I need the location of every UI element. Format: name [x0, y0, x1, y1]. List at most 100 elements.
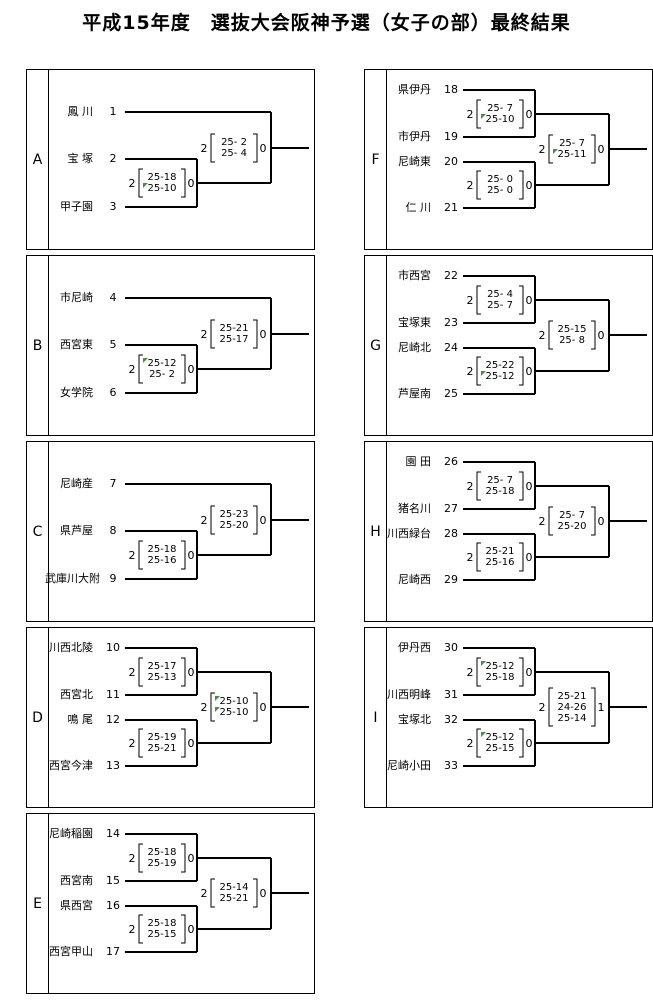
set-score: 25-10	[219, 707, 249, 718]
score-bracket-right	[253, 133, 258, 163]
score-bracket-right	[519, 356, 524, 386]
team-seed: 16	[106, 899, 120, 912]
sets-lost: 0	[525, 737, 533, 750]
team-seed: 5	[109, 338, 117, 351]
team-name: 県芦屋	[60, 524, 93, 537]
sets-won: 2	[538, 329, 546, 342]
sets-lost: 0	[187, 852, 195, 865]
sets-lost: 0	[259, 514, 267, 527]
team-seed: 13	[106, 759, 120, 772]
score-bracket-right	[253, 505, 258, 535]
set-score: 24-26	[557, 702, 587, 713]
set-score: 25- 2	[149, 369, 175, 380]
sets-lost: 1	[597, 701, 605, 714]
score-bracket-left	[548, 506, 553, 536]
score-bracket-left	[476, 657, 481, 687]
team-name: 園 田	[405, 455, 432, 468]
sets-lost: 0	[187, 923, 195, 936]
score-bracket-right	[181, 843, 186, 873]
team-seed: 15	[106, 874, 120, 887]
team-name: 宝 塚	[67, 152, 94, 165]
score-bracket-right	[181, 540, 186, 570]
team-seed: 7	[109, 477, 117, 490]
set-score: 25-15	[557, 324, 587, 335]
sets-lost: 0	[525, 108, 533, 121]
team-name: 川西緑台	[387, 527, 431, 540]
score-bracket-left	[476, 99, 481, 129]
score-bracket-left	[548, 687, 553, 727]
team-seed: 26	[444, 455, 458, 468]
group-letter: F	[365, 70, 387, 249]
set-score: 25-15	[147, 929, 177, 940]
set-score: 25- 4	[487, 289, 513, 300]
score-bracket-left	[138, 914, 143, 944]
team-seed: 1	[109, 105, 117, 118]
sets-won: 2	[128, 923, 136, 936]
score-bracket-left	[548, 320, 553, 350]
score-bracket-left	[476, 170, 481, 200]
team-name: 西宮東	[60, 338, 93, 351]
team-name: 尼崎西	[398, 573, 431, 586]
team-seed: 14	[106, 827, 120, 840]
sets-won: 2	[466, 737, 474, 750]
set-score: 25-19	[147, 732, 177, 743]
team-name: 仁 川	[405, 201, 432, 214]
team-seed: 19	[444, 130, 458, 143]
set-score: 25-17	[147, 661, 177, 672]
sets-won: 2	[200, 328, 208, 341]
team-seed: 18	[444, 83, 458, 96]
score-bracket-left	[210, 692, 215, 722]
set-score: 25-21	[219, 893, 249, 904]
sets-won: 2	[128, 852, 136, 865]
team-name: 市伊丹	[398, 130, 431, 143]
set-score: 25-14	[557, 713, 587, 724]
team-name: 尼崎北	[398, 341, 431, 354]
team-seed: 29	[444, 573, 458, 586]
flag-icon	[481, 661, 486, 666]
set-score: 25- 7	[487, 475, 513, 486]
team-name: 猪名川	[398, 502, 431, 515]
team-name: 西宮南	[60, 874, 93, 887]
group-letter: H	[365, 442, 387, 621]
score-bracket-left	[476, 728, 481, 758]
group-letter: A	[27, 70, 49, 249]
team-seed: 25	[444, 387, 458, 400]
score-bracket-right	[181, 657, 186, 687]
score-bracket-right	[519, 99, 524, 129]
sets-lost: 0	[259, 142, 267, 155]
set-score: 25-18	[147, 544, 177, 555]
score-bracket-right	[519, 285, 524, 315]
team-seed: 32	[444, 713, 458, 726]
group-letter: D	[27, 628, 49, 807]
team-seed: 3	[109, 200, 117, 213]
set-score: 25-10	[219, 696, 249, 707]
sets-lost: 0	[187, 666, 195, 679]
sets-lost: 0	[597, 329, 605, 342]
team-name: 甲子園	[60, 200, 93, 213]
team-seed: 22	[444, 269, 458, 282]
set-score: 25-12	[485, 371, 515, 382]
score-bracket-left	[138, 657, 143, 687]
flag-icon	[143, 358, 148, 363]
score-bracket-left	[138, 540, 143, 570]
score-bracket-right	[519, 657, 524, 687]
team-seed: 8	[109, 524, 117, 537]
sets-lost: 0	[187, 549, 195, 562]
set-score: 25-10	[147, 183, 177, 194]
sets-lost: 0	[259, 328, 267, 341]
flag-icon	[481, 732, 486, 737]
sets-lost: 0	[525, 294, 533, 307]
set-score: 25-18	[147, 918, 177, 929]
team-name: 武庫川大附	[45, 572, 100, 585]
sets-won: 2	[538, 701, 546, 714]
sets-lost: 0	[597, 143, 605, 156]
sets-lost: 0	[597, 515, 605, 528]
sets-won: 2	[466, 294, 474, 307]
team-seed: 10	[106, 641, 120, 654]
page-title: 平成15年度 選抜大会阪神予選（女子の部）最終結果	[82, 12, 571, 34]
team-seed: 11	[106, 688, 120, 701]
sets-won: 2	[466, 666, 474, 679]
